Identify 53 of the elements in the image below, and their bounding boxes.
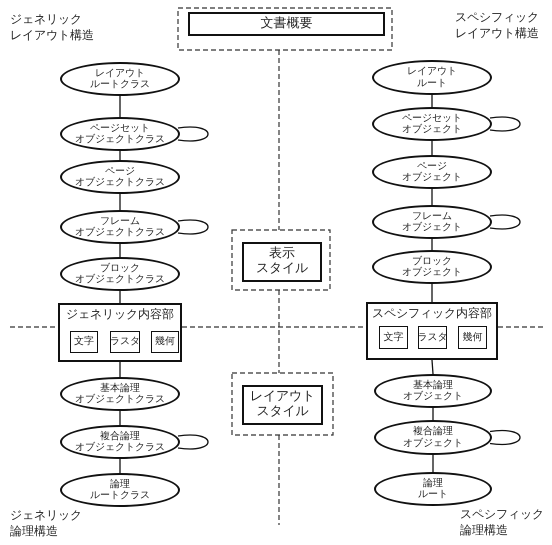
heading-text: スペシフィック内容部 xyxy=(372,307,492,321)
content-type-box: 文字 xyxy=(70,331,98,353)
ellipse-node: ページオブジェクトクラス xyxy=(60,160,180,194)
content-type-box: 幾何 xyxy=(458,326,487,349)
loop-line xyxy=(490,116,521,132)
style-box: 表示スタイル xyxy=(242,242,322,282)
content-type-box: 幾何 xyxy=(151,331,179,353)
ellipse-node: 複合論理オブジェクトクラス xyxy=(60,425,180,459)
loop-line xyxy=(178,434,209,450)
content-type-box: ラスタ xyxy=(110,331,140,353)
ellipse-node: 論理ルート xyxy=(374,472,492,506)
ellipse-node: レイアウトルート xyxy=(372,60,492,95)
ellipse-node: 複合論理オブジェクト xyxy=(374,420,492,455)
ellipse-node: レイアウトルートクラス xyxy=(60,62,180,96)
content-box xyxy=(366,302,498,360)
ellipse-node: フレームオブジェクトクラス xyxy=(60,210,180,244)
connector-line xyxy=(119,459,121,473)
content-box xyxy=(58,303,182,362)
connector-line xyxy=(431,239,433,250)
ellipse-node: 基本論理オブジェクトクラス xyxy=(60,377,180,411)
connector-line xyxy=(119,362,121,377)
loop-line xyxy=(178,219,209,235)
structure-label: ジェネリック論理構造 xyxy=(10,508,82,540)
connector-line xyxy=(119,96,121,117)
style-box: 文書概要 xyxy=(188,12,385,36)
connector-line xyxy=(119,194,121,210)
content-type-box: 文字 xyxy=(379,326,408,349)
ellipse-node: 基本論理オブジェクト xyxy=(374,374,492,408)
connector-line xyxy=(119,411,121,425)
connector-line xyxy=(119,244,121,257)
style-box: レイアウトスタイル xyxy=(242,385,323,425)
ellipse-node: フレームオブジェクト xyxy=(372,205,492,239)
connector-line xyxy=(432,455,434,472)
ellipse-node: ブロックオブジェクト xyxy=(372,250,492,284)
connector-line xyxy=(431,189,433,205)
ellipse-node: ページセットオブジェクトクラス xyxy=(60,117,180,151)
ellipse-node: ブロックオブジェクトクラス xyxy=(60,257,180,291)
connector-line xyxy=(431,284,433,302)
connector-line xyxy=(431,95,433,107)
loop-line xyxy=(178,126,209,142)
connector-line xyxy=(432,408,434,420)
structure-label: スペシフィックレイアウト構造 xyxy=(455,10,539,42)
ellipse-node: ページオブジェクト xyxy=(372,155,492,189)
connector-line xyxy=(119,291,121,303)
structure-label: ジェネリックレイアウト構造 xyxy=(10,12,94,44)
connector-line xyxy=(431,141,433,155)
loop-line xyxy=(490,214,521,230)
loop-line xyxy=(490,430,521,446)
heading-text: ジェネリック内容部 xyxy=(66,308,174,322)
structure-label: スペシフィック論理構造 xyxy=(460,507,544,538)
connector-line xyxy=(431,360,434,374)
ellipse-node: 論理ルートクラス xyxy=(60,473,180,507)
ellipse-node: ページセットオブジェクト xyxy=(372,107,492,141)
